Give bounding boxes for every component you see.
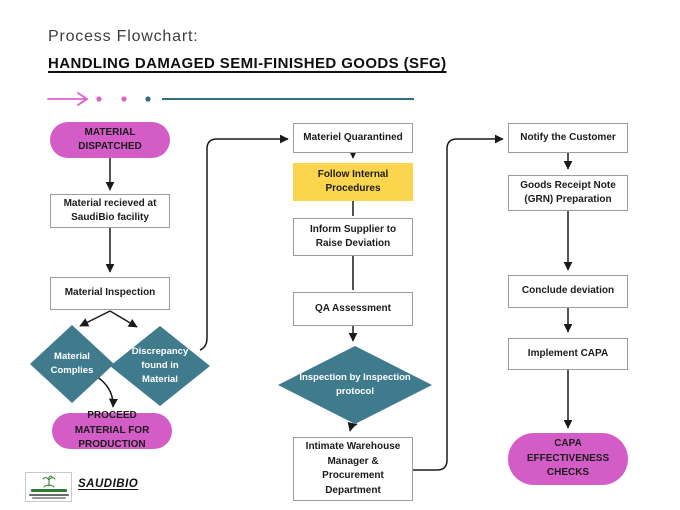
brand-name: SAUDIBIO [78,478,139,490]
node-proceed-production: PROCEED MATERIAL FOR PRODUCTION [52,410,172,450]
node-grn-preparation: Goods Receipt Note (GRN) Preparation [508,175,628,211]
node-implement-capa: Implement CAPA [508,338,628,370]
saudi-emblem-icon [42,475,55,488]
page-title: Process Flowchart: [48,28,199,45]
teal-dot-icon [145,96,151,102]
decorative-arrow-line [47,92,414,106]
node-qa-assessment: QA Assessment [293,292,413,326]
node-notify-customer: Notify the Customer [508,123,628,153]
logo-text-bar [31,497,66,500]
saudibio-logo [25,472,72,502]
pink-dot-icon [121,96,127,102]
node-capa-effectiveness-checks: CAPA EFFECTIVENESS CHECKS [508,433,628,485]
node-inform-supplier: Inform Supplier to Raise Deviation [293,218,413,256]
node-material-quarantined: Materiel Quarantined [293,123,413,153]
node-material-inspection: Material Inspection [50,277,170,310]
node-intimate-warehouse: Intimate Warehouse Manager & Procurement… [293,437,413,501]
logo-text-bar [28,493,69,496]
node-follow-internal-procedures: Follow Internal Procedures [293,163,413,201]
pink-dot-icon [96,96,102,102]
page-heading: HANDLING DAMAGED SEMI-FINISHED GOODS (SF… [48,55,447,72]
node-conclude-deviation: Conclude deviation [508,275,628,308]
node-material-received: Material recieved at SaudiBio facility [50,194,170,228]
node-material-dispatched: MATERIAL DISPATCHED [50,122,170,158]
pink-arrow-icon [47,92,88,106]
logo-text-bar [30,489,67,493]
